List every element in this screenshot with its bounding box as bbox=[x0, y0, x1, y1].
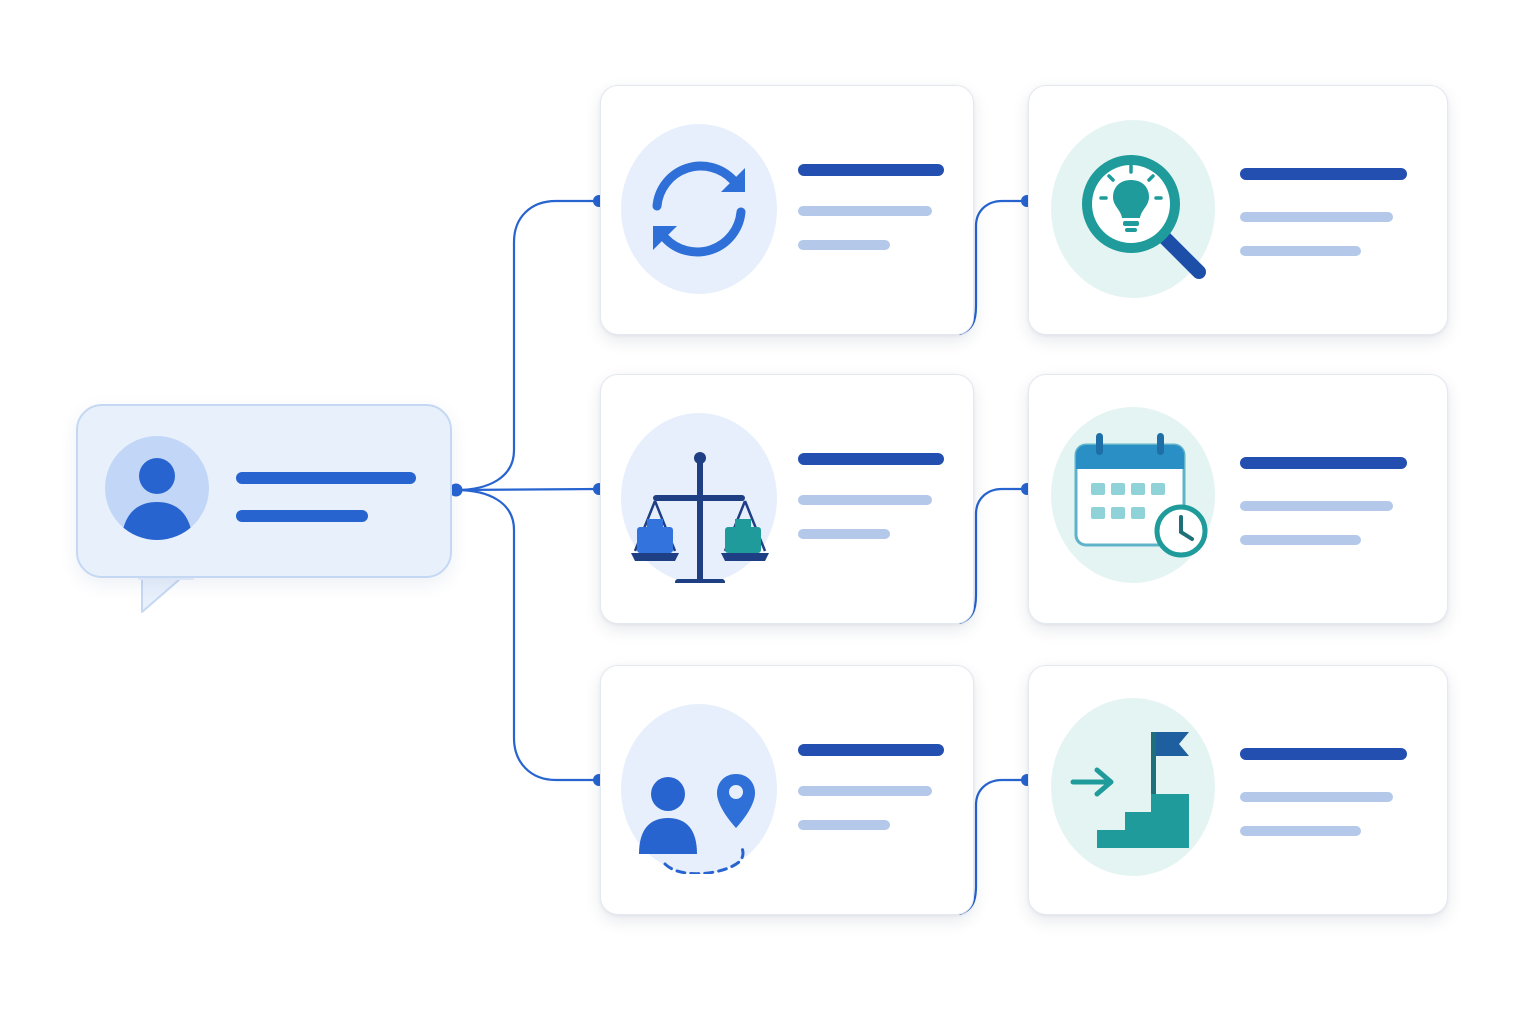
card-journey[interactable] bbox=[600, 665, 974, 915]
bubble-text-line bbox=[236, 472, 416, 484]
card-title-line bbox=[798, 744, 944, 756]
card-title-line bbox=[1240, 748, 1407, 760]
card-title-line bbox=[798, 164, 944, 176]
card-title-line bbox=[1240, 168, 1407, 180]
calendar-clock-icon bbox=[1051, 407, 1215, 583]
person-location-path-icon bbox=[621, 704, 777, 874]
card-text-line bbox=[798, 495, 932, 505]
card-text-line bbox=[1240, 501, 1393, 511]
steps-flag-icon bbox=[1051, 698, 1215, 876]
card-insight[interactable] bbox=[1028, 85, 1448, 335]
bubble-tail bbox=[138, 572, 194, 613]
card-text-line bbox=[798, 206, 932, 216]
card-schedule[interactable] bbox=[1028, 374, 1448, 624]
card-text-line bbox=[798, 240, 890, 250]
user-icon bbox=[105, 436, 209, 540]
refresh-cycle-icon bbox=[621, 124, 777, 294]
card-progress[interactable] bbox=[1028, 665, 1448, 915]
connector-dot-source bbox=[449, 483, 463, 497]
card-text-line bbox=[1240, 826, 1361, 836]
card-text-line bbox=[798, 786, 932, 796]
card-text-line bbox=[1240, 246, 1361, 256]
card-text-line bbox=[798, 820, 890, 830]
source-speech-bubble bbox=[76, 404, 452, 578]
card-cycle[interactable] bbox=[600, 85, 974, 335]
connector-to-card-balance bbox=[454, 487, 601, 492]
card-text-line bbox=[798, 529, 890, 539]
connector-to-card-cycle bbox=[454, 199, 601, 492]
card-text-line bbox=[1240, 212, 1393, 222]
card-title-line bbox=[1240, 457, 1407, 469]
connector-to-card-journey bbox=[454, 488, 601, 782]
card-text-line bbox=[1240, 792, 1393, 802]
card-title-line bbox=[798, 453, 944, 465]
balance-scale-icon bbox=[621, 413, 777, 583]
card-balance[interactable] bbox=[600, 374, 974, 624]
lightbulb-search-icon bbox=[1051, 120, 1215, 298]
card-text-line bbox=[1240, 535, 1361, 545]
bubble-text-line bbox=[236, 510, 368, 522]
